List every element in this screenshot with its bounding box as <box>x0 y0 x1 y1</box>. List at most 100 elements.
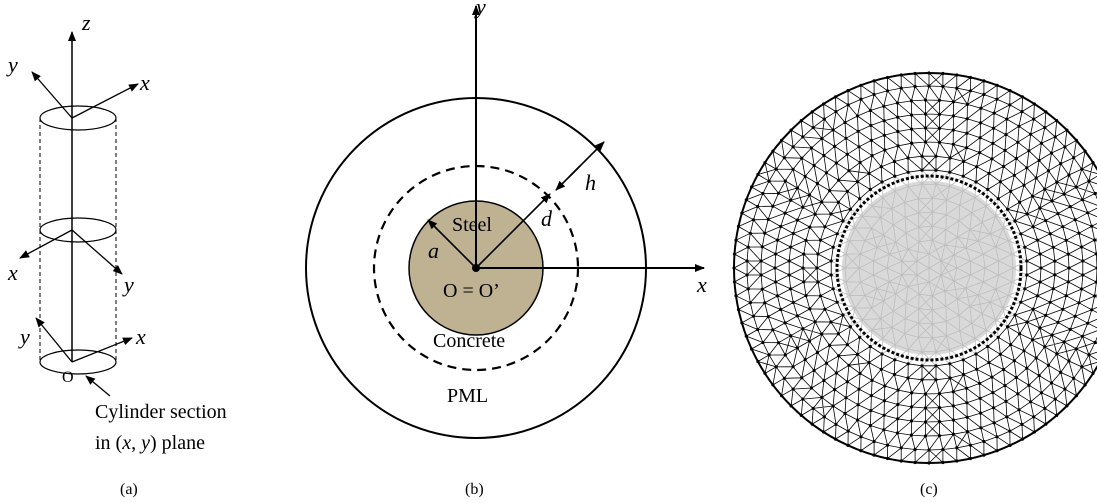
mesh-node <box>1030 194 1035 198</box>
mesh-node <box>1093 238 1097 242</box>
mesh-node <box>1003 148 1007 152</box>
mesh-node <box>869 123 873 127</box>
mesh-node <box>782 156 786 160</box>
mesh-node <box>1056 212 1060 216</box>
annotation-line1: Cylinder section <box>95 401 227 423</box>
mesh-node <box>1039 266 1043 270</box>
mesh-node <box>893 174 897 178</box>
middle-x-axis <box>19 229 73 259</box>
mesh-node <box>813 212 817 216</box>
mesh-node <box>831 245 835 249</box>
mesh-node <box>867 171 871 175</box>
mesh-node <box>776 341 781 345</box>
mesh-node <box>767 353 771 357</box>
mesh-node <box>801 266 805 270</box>
mesh-node <box>934 168 938 172</box>
mesh-node <box>791 167 795 171</box>
mesh-node <box>783 211 787 215</box>
mesh-node <box>1049 381 1054 385</box>
mesh-node <box>1016 140 1020 144</box>
mesh-node <box>1019 300 1023 304</box>
mesh-node <box>846 429 850 433</box>
mesh-node <box>934 364 938 368</box>
mesh-node <box>1087 353 1091 357</box>
mesh-node <box>834 422 838 426</box>
mesh-node <box>775 238 780 242</box>
middle-x-label: x <box>7 260 18 285</box>
mesh-node <box>1093 191 1097 196</box>
mesh-node <box>948 170 952 174</box>
mesh-node <box>934 154 938 158</box>
mesh-node <box>979 121 983 125</box>
mesh-node <box>1012 359 1016 363</box>
mesh-node <box>961 358 965 362</box>
mesh-node <box>745 273 749 277</box>
mesh-node <box>868 108 873 113</box>
mesh-node <box>816 280 820 284</box>
bottom-x-axis <box>71 337 133 363</box>
mesh-node <box>895 101 900 105</box>
mesh-node <box>809 386 814 390</box>
radius-a-label: a <box>428 238 439 263</box>
mesh-node <box>978 381 982 385</box>
mesh-node <box>1043 187 1047 191</box>
mesh-node <box>1034 356 1038 360</box>
mesh-node <box>992 126 996 130</box>
mesh-node <box>1064 238 1068 242</box>
mesh-node <box>818 294 823 298</box>
mesh-node <box>896 388 900 392</box>
top-x-label: x <box>139 70 150 95</box>
mesh-node <box>822 415 826 419</box>
mesh-node <box>820 137 824 141</box>
concrete-label: Concrete <box>433 330 505 352</box>
mesh-node <box>1055 352 1059 356</box>
mesh-node <box>1053 273 1057 277</box>
mesh-node <box>803 174 807 178</box>
mesh-node <box>868 344 872 349</box>
mesh-node <box>776 191 781 195</box>
mesh-node <box>815 181 820 186</box>
mesh-node <box>846 103 850 107</box>
mesh-node <box>923 392 928 396</box>
mesh-node <box>987 171 991 175</box>
mesh-node <box>1035 294 1040 298</box>
mesh-node <box>872 92 876 97</box>
mesh-node <box>856 129 860 133</box>
mesh-node <box>745 259 749 263</box>
mesh-node <box>1066 252 1070 256</box>
mesh-node <box>909 113 914 117</box>
mesh-node <box>1068 205 1072 209</box>
mesh-node <box>965 415 969 419</box>
mesh-node <box>789 287 793 291</box>
mesh-node <box>880 180 884 184</box>
mesh-node <box>1050 199 1054 203</box>
mesh-node <box>1025 273 1029 277</box>
mesh-node <box>882 413 886 417</box>
mesh-node <box>756 327 760 332</box>
mesh-node <box>828 189 832 193</box>
mesh-node <box>756 204 760 209</box>
mesh-node <box>845 380 849 384</box>
mesh-node <box>761 191 765 196</box>
mesh-node <box>1014 375 1018 380</box>
mesh-node <box>787 259 791 263</box>
mesh-node <box>1080 245 1084 249</box>
mesh-node <box>1005 117 1009 121</box>
panel-c: (c) <box>732 71 1097 498</box>
mesh-node <box>783 321 787 325</box>
mesh-node <box>1037 374 1041 378</box>
mesh-node <box>868 187 872 192</box>
mesh-node <box>1017 124 1021 128</box>
mesh-node <box>847 169 851 173</box>
mesh-node <box>760 245 764 249</box>
mesh-node <box>751 218 756 222</box>
mesh-node <box>759 273 763 277</box>
mesh-node <box>986 187 990 192</box>
mesh-node <box>855 114 860 118</box>
mesh-node <box>759 259 763 263</box>
mesh-node <box>869 409 873 413</box>
mesh-outer-boundary <box>733 72 1097 464</box>
mesh-node <box>848 207 853 211</box>
mesh-node <box>1080 334 1085 338</box>
mesh-node <box>909 419 914 423</box>
